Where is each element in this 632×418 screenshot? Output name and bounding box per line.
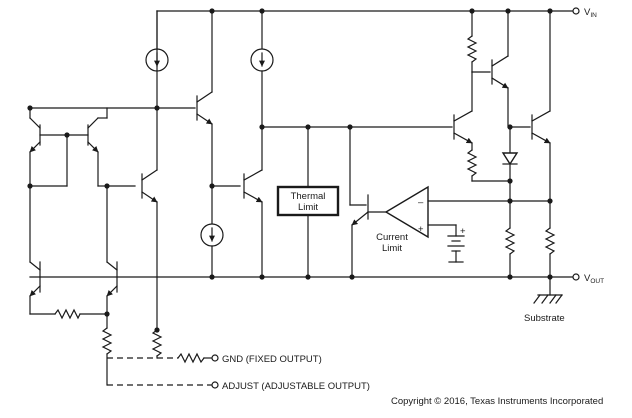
substrate-label: Substrate xyxy=(524,313,565,324)
gain-stage xyxy=(106,10,169,359)
copyright-notice: Copyright © 2016, Texas Instruments Inco… xyxy=(391,396,603,407)
vin-label: V xyxy=(584,7,591,18)
svg-text:VOUT: VOUT xyxy=(584,273,604,285)
junction-dots xyxy=(27,8,553,333)
vout-sub: OUT xyxy=(590,278,604,285)
current-limit-block: – + Current Limit xyxy=(351,185,551,278)
thermal-limit-block: Thermal Limit xyxy=(276,185,340,217)
current-limit-line2: Limit xyxy=(382,243,402,254)
bias-line xyxy=(261,126,453,278)
svg-text:VIN: VIN xyxy=(584,7,597,19)
reference-battery: + xyxy=(447,224,466,263)
vin-rail xyxy=(156,10,574,109)
gnd-label: GND (FIXED OUTPUT) xyxy=(222,354,322,365)
thermal-limit-line2: Limit xyxy=(298,202,318,213)
opamp-inverting-sign: – xyxy=(418,197,424,208)
vin-terminal[interactable]: VIN xyxy=(572,7,597,19)
vout-terminal[interactable]: VOUT xyxy=(572,273,604,285)
adjust-label: ADJUST (ADJUSTABLE OUTPUT) xyxy=(222,381,370,392)
thermal-limit-line1: Thermal xyxy=(291,191,326,202)
gnd-terminal[interactable]: GND (FIXED OUTPUT) xyxy=(211,354,322,365)
battery-plus: + xyxy=(460,226,466,237)
driver-stage xyxy=(156,10,274,278)
left-mirror-network xyxy=(29,107,215,386)
pass-stage xyxy=(453,10,563,304)
current-limit-line1: Current xyxy=(376,232,408,243)
opamp-noninverting-sign: + xyxy=(418,224,424,235)
adjust-terminal[interactable]: ADJUST (ADJUSTABLE OUTPUT) xyxy=(211,381,370,392)
vin-sub: IN xyxy=(590,12,597,19)
gnd-output-branch xyxy=(157,352,213,364)
vout-label: V xyxy=(584,273,591,284)
